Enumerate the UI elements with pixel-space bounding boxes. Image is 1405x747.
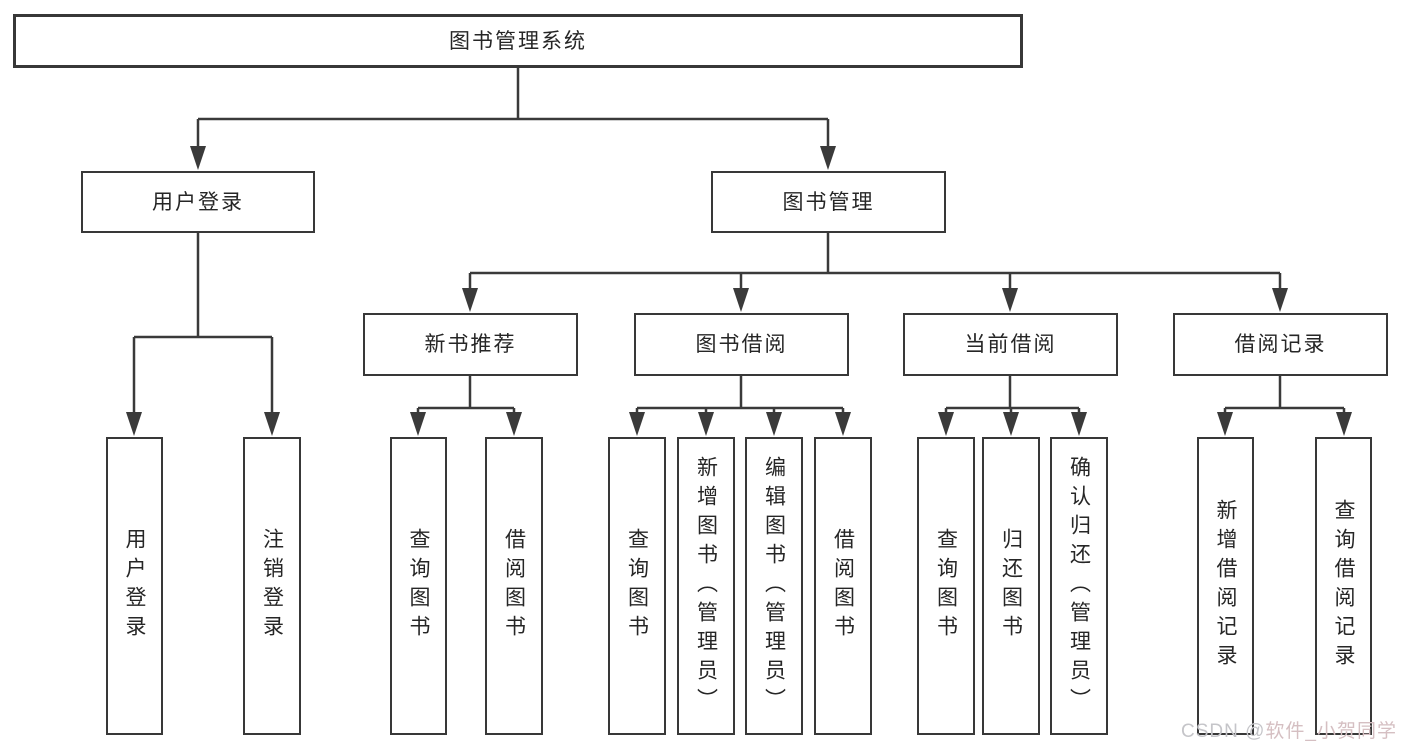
watermark-prefix: CSDN @ — [1181, 721, 1266, 742]
node-label: 图书管理系统 — [449, 29, 587, 53]
watermark-author: 软件_小贺同学 — [1265, 721, 1397, 742]
node-leaf-return-books: 归还图书 — [982, 437, 1040, 735]
node-label: 当前借阅 — [964, 333, 1057, 356]
node-user-login: 用户登录 — [81, 171, 315, 233]
node-label: 编辑图书（管理员） — [762, 455, 786, 717]
node-label: 图书借阅 — [695, 333, 788, 356]
node-label: 查询借阅记录 — [1332, 499, 1355, 673]
node-leaf-query-books-borrow: 查询图书 — [608, 437, 666, 735]
node-borrow-records: 借阅记录 — [1173, 313, 1388, 376]
node-book-borrow: 图书借阅 — [634, 313, 849, 376]
connector-login-to-leaves — [126, 233, 280, 436]
node-leaf-logout: 注销登录 — [243, 437, 301, 735]
node-leaf-query-books-recommend: 查询图书 — [390, 437, 447, 735]
connector-records-to-leaves — [1217, 376, 1352, 436]
node-leaf-borrow-books: 借阅图书 — [814, 437, 872, 735]
node-label: 确认归还（管理员） — [1067, 455, 1091, 717]
connector-currentborrow-to-leaves — [938, 376, 1087, 436]
node-label: 新增借阅记录 — [1214, 499, 1237, 673]
node-leaf-user-login: 用户登录 — [106, 437, 163, 735]
node-label: 用户登录 — [152, 190, 244, 214]
node-label: 查询图书 — [625, 528, 649, 644]
node-current-borrow: 当前借阅 — [903, 313, 1118, 376]
node-leaf-query-books-current: 查询图书 — [917, 437, 975, 735]
csdn-watermark: CSDN @软件_小贺同学 — [1181, 716, 1397, 743]
node-label: 查询图书 — [407, 528, 430, 644]
node-label: 借阅记录 — [1234, 333, 1327, 356]
node-label: 查询图书 — [934, 528, 958, 644]
node-label: 图书管理 — [782, 190, 875, 214]
connector-newbook-to-leaves — [410, 376, 522, 436]
connector-root-to-level2 — [190, 68, 836, 170]
node-leaf-borrow-books-recommend: 借阅图书 — [485, 437, 543, 735]
node-label: 用户登录 — [123, 528, 146, 644]
node-label: 注销登录 — [260, 528, 284, 644]
node-leaf-add-borrow-record: 新增借阅记录 — [1197, 437, 1254, 735]
node-new-book-recommend: 新书推荐 — [363, 313, 578, 376]
connector-management-to-level3 — [462, 233, 1288, 312]
node-label: 新增图书（管理员） — [694, 455, 718, 717]
node-label: 借阅图书 — [831, 528, 855, 644]
node-label: 借阅图书 — [502, 528, 526, 644]
node-library-management-system: 图书管理系统 — [13, 14, 1023, 68]
node-label: 归还图书 — [999, 528, 1023, 644]
node-book-management: 图书管理 — [711, 171, 946, 233]
node-leaf-edit-book-admin: 编辑图书（管理员） — [745, 437, 803, 735]
connector-bookborrow-to-leaves — [629, 376, 851, 436]
node-leaf-query-borrow-record: 查询借阅记录 — [1315, 437, 1372, 735]
node-leaf-confirm-return-admin: 确认归还（管理员） — [1050, 437, 1108, 735]
node-leaf-add-book-admin: 新增图书（管理员） — [677, 437, 735, 735]
node-label: 新书推荐 — [424, 333, 517, 356]
